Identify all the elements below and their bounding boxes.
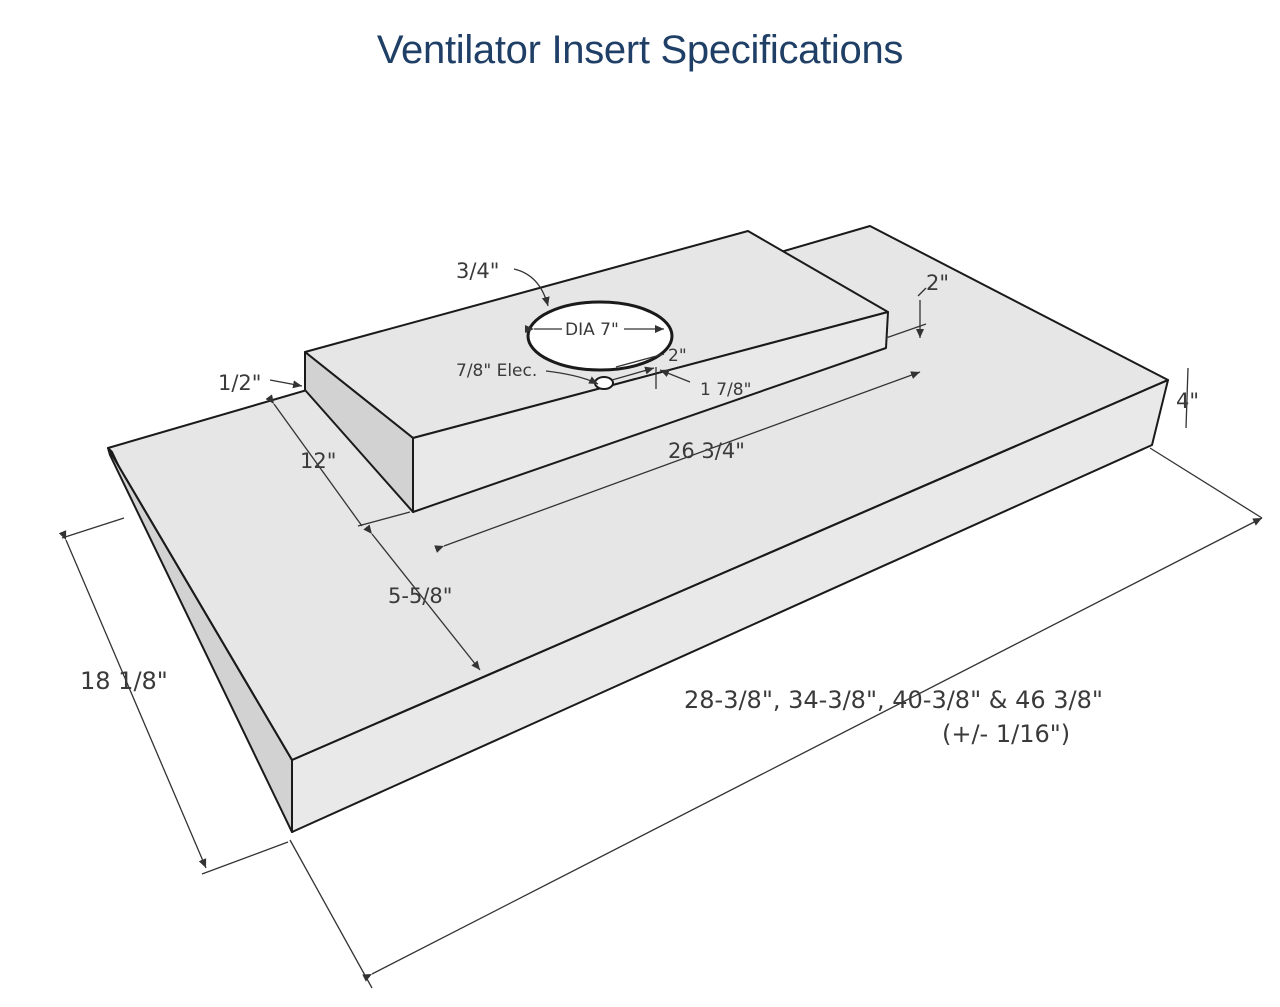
page-title: Ventilator Insert Specifications bbox=[376, 28, 904, 72]
liner-height-label: 2" bbox=[926, 271, 949, 295]
liner-depth-label: 12" bbox=[300, 449, 336, 473]
liner-width-label: 26 3/4" bbox=[668, 439, 745, 463]
elec-hole-label: 7/8" Elec. bbox=[456, 361, 537, 381]
tolerance-label: (+/- 1/16") bbox=[942, 720, 1070, 748]
elec-offset-b-label: 1 7/8" bbox=[700, 380, 751, 400]
front-offset-label: 5-5/8" bbox=[388, 584, 452, 608]
vent-diameter-label: DIA 7" bbox=[565, 320, 619, 340]
elec-hole bbox=[594, 376, 614, 390]
depth-label: 18 1/8" bbox=[80, 667, 168, 695]
elec-offset-a-label: 2" bbox=[668, 346, 687, 366]
widths-label: 28-3/8", 34-3/8", 40-3/8" & 46 3/8" bbox=[684, 686, 1103, 714]
vent-hole bbox=[526, 300, 674, 372]
body-height-label: 4" bbox=[1176, 389, 1199, 413]
liner-vent-label: 3/4" bbox=[456, 259, 499, 283]
lip-label: 1/2" bbox=[218, 371, 261, 395]
